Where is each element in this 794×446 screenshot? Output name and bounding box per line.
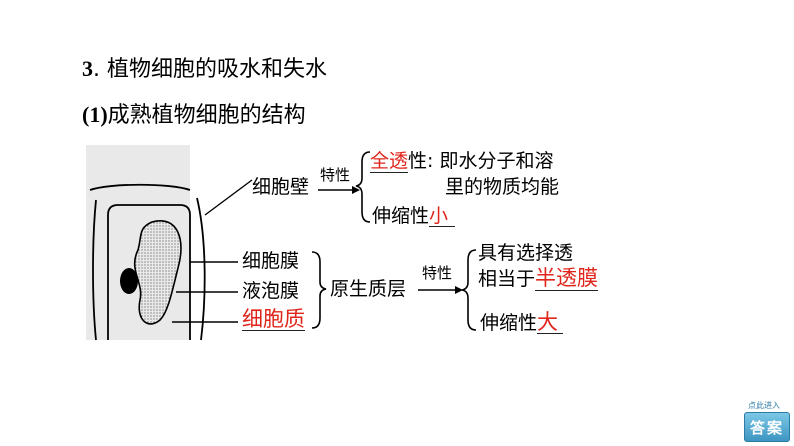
section-heading: 3. 植物细胞的吸水和失水 — [82, 58, 327, 81]
vacuole — [133, 220, 182, 325]
nucleus — [120, 268, 138, 294]
answer-hint: 点此进入 — [748, 401, 780, 410]
section-dot: . — [93, 57, 100, 82]
answer-cytoplasm: 细胞质 — [242, 307, 305, 331]
label-selective: 具有选择透 — [478, 242, 574, 264]
full-perm-line2: 里的物质均能 — [445, 176, 560, 198]
label-vacuole-membrane: 液泡膜 — [242, 280, 300, 302]
brace-protoplast — [461, 249, 477, 331]
cell-wall-outer-top — [89, 183, 191, 191]
label-elasticity-2: 伸缩性 — [480, 312, 538, 334]
full-permeability-row: 全透性: 即水分子和溶 — [370, 150, 554, 173]
label-cell-membrane: 细胞膜 — [242, 250, 300, 272]
elastic-row-1: 伸缩性小 — [372, 205, 456, 227]
elastic-row-2: 伸缩性大 — [480, 312, 564, 334]
label-protoplast-layer: 原生质层 — [330, 278, 407, 300]
brace-cell-wall — [355, 151, 371, 223]
label-cell-wall: 细胞壁 — [252, 176, 310, 198]
section-title: 植物细胞的吸水和失水 — [107, 57, 328, 82]
answer-semi-permeable: 半透膜 — [535, 266, 599, 291]
subsection-number: (1) — [82, 102, 108, 127]
label-property2: 特性 — [422, 264, 453, 282]
section-number: 3 — [82, 56, 93, 81]
label-equivalent: 相当于 — [478, 268, 536, 290]
answer-button[interactable]: 答案 — [744, 412, 790, 442]
label-property1: 特性 — [320, 166, 351, 184]
brace-membranes — [311, 251, 327, 329]
answer-large: 大 — [537, 312, 564, 334]
answer-full-permeable: 全透 — [370, 150, 409, 173]
cell-membrane-outline — [107, 204, 191, 340]
semi-permeable-row: 相当于半透膜 — [478, 266, 599, 291]
subsection-heading: (1)成熟植物细胞的结构 — [82, 104, 306, 127]
leader-cell-wall — [204, 179, 253, 216]
cell-wall-outer-left — [92, 199, 97, 341]
full-perm-suffix: 性: 即水分子和溶 — [408, 150, 554, 172]
subsection-title: 成熟植物细胞的结构 — [107, 103, 306, 128]
label-elasticity-1: 伸缩性 — [372, 205, 430, 227]
cell-wall-outer-right — [196, 197, 206, 341]
answer-small: 小 — [429, 207, 456, 227]
